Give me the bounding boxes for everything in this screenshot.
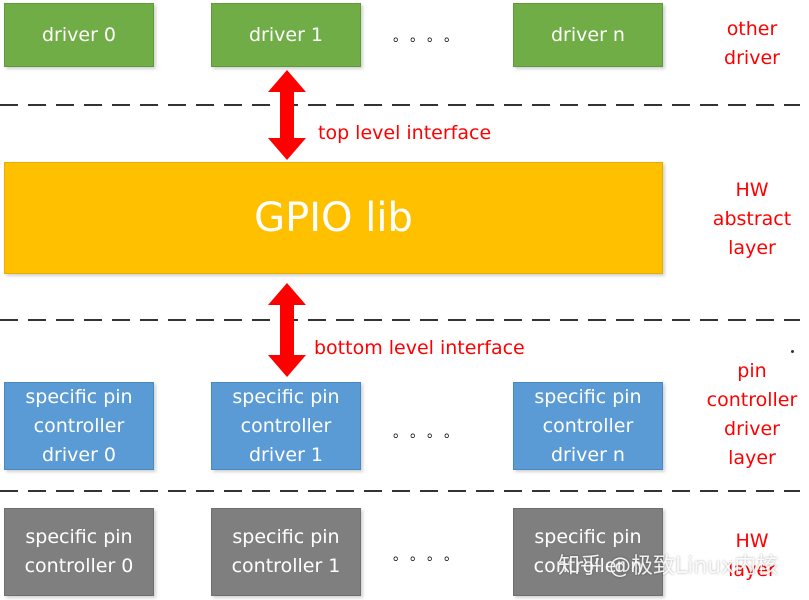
pin-controller-1-label: specific pin controller 1 xyxy=(231,526,341,577)
pin-controller-n-label: specific pin controller n xyxy=(533,526,643,577)
bottom-interface-label: bottom level interface xyxy=(314,337,525,359)
stray-dot xyxy=(791,350,794,353)
hw-layer-label: HW layer xyxy=(728,530,776,581)
pin-controller-driver-layer-label: pin controller driver layer xyxy=(706,360,798,469)
pin-controller-driver-0-box: specific pin controller driver 0 xyxy=(4,382,154,470)
pin-controller-0-box: specific pin controller 0 xyxy=(4,508,154,596)
driver-1-box: driver 1 xyxy=(211,3,361,67)
layer-divider-2 xyxy=(0,319,800,321)
layer-divider-1 xyxy=(0,104,800,106)
driver-0-label: driver 0 xyxy=(41,23,117,46)
pin-controller-driver-1-box: specific pin controller driver 1 xyxy=(211,382,361,470)
pin-controller-0-label: specific pin controller 0 xyxy=(24,526,134,577)
top-interface-arrow xyxy=(268,70,306,160)
pin-controller-driver-1-label: specific pin controller driver 1 xyxy=(232,385,340,466)
pin-controller-driver-0-label: specific pin controller driver 0 xyxy=(25,385,133,466)
top-interface-label: top level interface xyxy=(318,122,492,144)
pin-controller-1-box: specific pin controller 1 xyxy=(211,508,361,596)
driver-1-label: driver 1 xyxy=(248,23,324,46)
gpio-lib-box: GPIO lib xyxy=(4,162,663,274)
middle-ellipsis: 。。。。 xyxy=(393,425,468,441)
pin-controller-n-box: specific pin controller n xyxy=(513,508,663,596)
bottom-interface-arrow xyxy=(268,283,306,377)
pin-controller-driver-n-label: specific pin controller driver n xyxy=(534,385,642,466)
top-ellipsis: 。。。。 xyxy=(393,29,468,45)
layer-divider-3 xyxy=(0,490,800,492)
gpio-lib-label: GPIO lib xyxy=(254,194,413,241)
hw-abstract-layer-label: HW abstract layer xyxy=(712,179,792,259)
watermark: 知乎 @极致Linux内核 xyxy=(558,554,779,579)
driver-n-label: driver n xyxy=(551,23,625,46)
other-driver-label: other driver xyxy=(724,18,780,69)
pin-controller-driver-n-box: specific pin controller driver n xyxy=(513,382,663,470)
driver-0-box: driver 0 xyxy=(4,3,154,67)
driver-n-box: driver n xyxy=(513,3,663,67)
bottom-ellipsis: 。。。。 xyxy=(393,548,468,564)
